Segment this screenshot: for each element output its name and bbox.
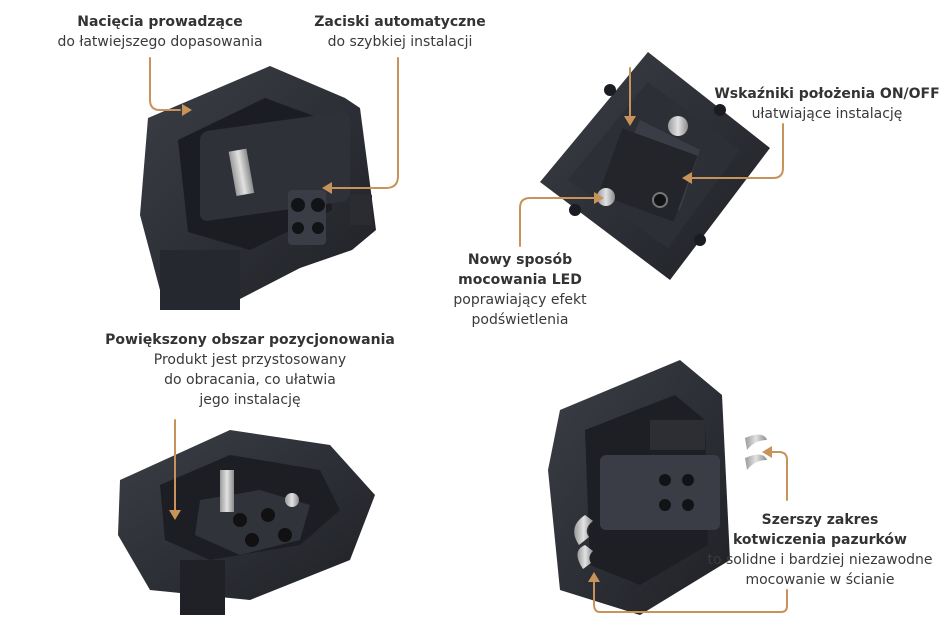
callout-led-title-1: Nowy sposób [467,252,573,268]
callout-auto-clamps: Zaciski automatyczne do szybkiej instala… [300,12,500,52]
callout-led-text-2: podświetlenia [471,312,569,328]
callout-on-off: Wskaźniki położenia ON/OFF ułatwiające i… [708,84,946,124]
callout-auto-clamps-title: Zaciski automatyczne [314,14,486,30]
callout-positioning-text-2: do obracania, co ułatwia [164,372,336,388]
callout-on-off-title: Wskaźniki położenia ON/OFF [714,86,940,102]
callout-claws-title-2: kotwiczenia pazurków [733,532,907,548]
callout-guide-notches: Nacięcia prowadzące do łatwiejszego dopa… [40,12,280,52]
callout-positioning: Powiększony obszar pozycjonowania Produk… [100,330,400,410]
callout-auto-clamps-text: do szybkiej instalacji [327,34,473,50]
callout-positioning-text-1: Produkt jest przystosowany [153,352,347,368]
callout-claws: Szerszy zakres kotwiczenia pazurków to s… [700,510,940,590]
callout-guide-notches-text: do łatwiejszego dopasowania [57,34,263,50]
callout-led-title-2: mocowania LED [458,272,582,288]
photo-bottom-right [548,360,767,615]
callout-guide-notches-title: Nacięcia prowadzące [77,14,243,30]
callout-claws-text-1: to solidne i bardziej niezawodne [707,552,933,568]
callout-led-text-1: poprawiający efekt [453,292,587,308]
callout-led: Nowy sposób mocowania LED poprawiający e… [430,250,610,330]
photo-bottom-left [118,430,375,615]
callout-positioning-text-3: jego instalację [199,392,301,408]
callout-positioning-title: Powiększony obszar pozycjonowania [105,332,395,348]
callout-claws-text-2: mocowanie w ścianie [745,572,895,588]
callout-claws-title-1: Szerszy zakres [761,512,879,528]
callout-on-off-text: ułatwiające instalację [751,106,903,122]
photo-top-left [140,66,376,310]
